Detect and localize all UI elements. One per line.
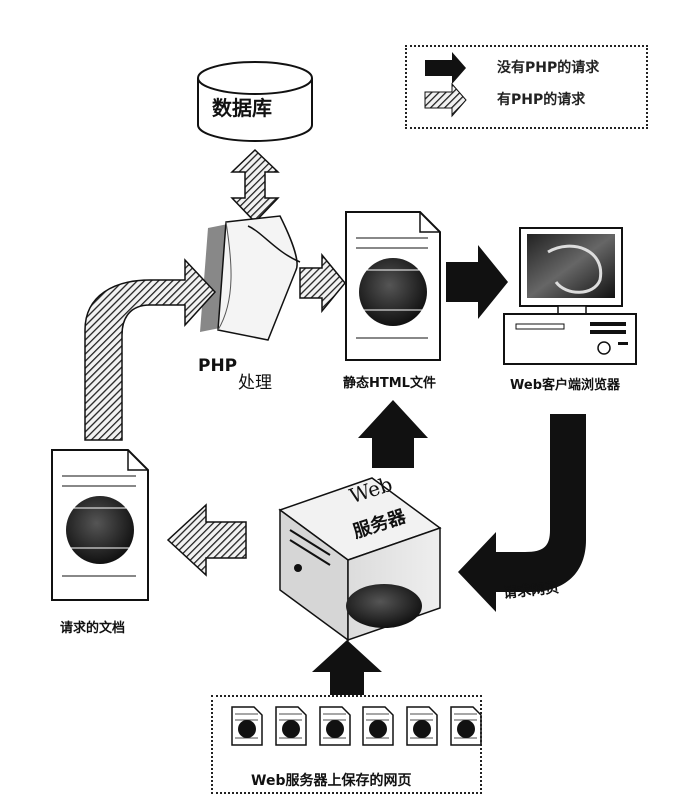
desktop-computer-icon (503, 227, 637, 365)
saved-pages-box: Web服务器上保存的网页 (211, 695, 482, 794)
saved-page-icon (406, 706, 438, 746)
requested-doc-icon (51, 449, 149, 601)
html-to-browser-arrow (446, 245, 508, 319)
requested-doc-label: 请求的文档 (60, 621, 126, 636)
saved-page-icon (275, 706, 307, 746)
database-label: 数据库 (212, 96, 272, 120)
web-server-icon (278, 477, 442, 642)
database-icon (197, 61, 313, 142)
saved-pages-row (231, 706, 482, 746)
php-to-html-arrow (299, 252, 346, 314)
static-html-label: 静态HTML文件 (343, 376, 436, 391)
saved-page-icon (319, 706, 351, 746)
legend-label-with-php: 有PHP的请求 (497, 92, 586, 108)
server-to-doc-arrow (166, 503, 247, 577)
legend-hatched-arrow-swatch (424, 82, 467, 118)
saved-pages-label: Web服务器上保存的网页 (251, 773, 412, 789)
browser-label: Web客户端浏览器 (510, 378, 620, 393)
browser-to-server-curved-arrow (458, 414, 586, 612)
legend-item-no-php: 没有PHP的请求 (407, 53, 646, 81)
legend-item-with-php: 有PHP的请求 (407, 85, 646, 113)
php-label-suffix: 处理 (238, 373, 272, 393)
legend-box: 没有PHP的请求 有PHP的请求 (405, 45, 648, 129)
php-label-prefix: PHP (198, 356, 238, 376)
saved-page-icon (362, 706, 394, 746)
doc-to-php-curved-arrow (84, 258, 217, 441)
legend-solid-arrow-swatch (425, 52, 466, 84)
pages-to-server-arrow (312, 640, 382, 695)
server-to-html-arrow (358, 400, 428, 468)
legend-label-no-php: 没有PHP的请求 (497, 60, 600, 76)
php-processor-icon (200, 215, 301, 341)
saved-page-icon (231, 706, 263, 746)
static-html-doc-icon (345, 211, 441, 361)
db-php-double-arrow (230, 148, 280, 224)
